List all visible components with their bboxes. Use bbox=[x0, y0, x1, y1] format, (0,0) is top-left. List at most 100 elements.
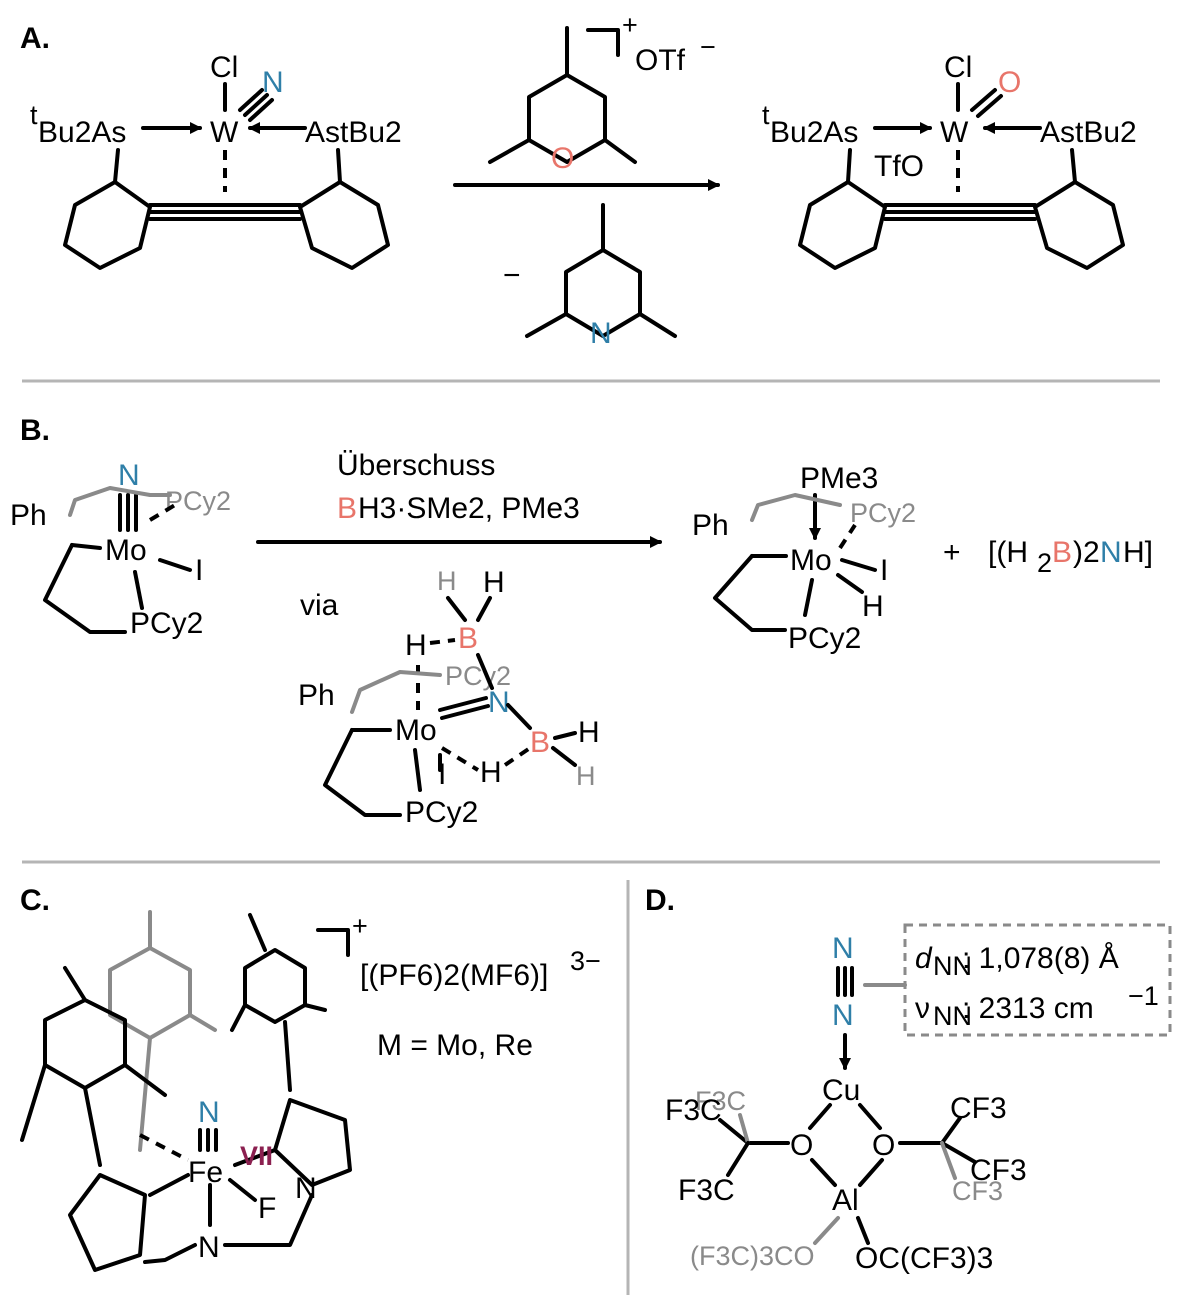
d-cf3-gray: CF3 bbox=[952, 1176, 1003, 1206]
int-bond-mo-n-2 bbox=[440, 704, 490, 720]
product-bond-w-o-2 bbox=[976, 94, 1003, 118]
int-h2: H bbox=[483, 566, 505, 599]
int-b1: B bbox=[458, 622, 478, 655]
prod-pme3: PMe3 bbox=[800, 462, 878, 495]
int-h5: H bbox=[480, 756, 502, 789]
int-bond-b2-h6 bbox=[551, 746, 577, 767]
prod-bond-mo-i bbox=[840, 558, 877, 572]
amine-arm-left bbox=[143, 1243, 197, 1264]
left-ring-to-n bbox=[83, 1086, 102, 1167]
superscript-t-left: t bbox=[30, 100, 38, 130]
side-b: B bbox=[1052, 536, 1072, 569]
panel-a-reagent-pyrylium: O + OTf − bbox=[488, 10, 716, 175]
metal-definition: M = Mo, Re bbox=[377, 1029, 533, 1062]
pyrylium-methyl-right bbox=[603, 138, 637, 164]
d-bond-c2-cf3 bbox=[940, 1116, 962, 1145]
int-h3: H bbox=[405, 629, 427, 662]
collidine-methyl-right bbox=[638, 312, 677, 338]
fe-bond-f bbox=[228, 1178, 257, 1202]
int-bond-b2-h4 bbox=[553, 731, 577, 740]
panel-label-b: B. bbox=[20, 414, 50, 447]
gray-methyl-right bbox=[188, 1013, 217, 1032]
collidine-ring bbox=[564, 248, 642, 338]
int-bond-h2-b bbox=[476, 596, 492, 622]
start-bond-c-mo bbox=[70, 543, 102, 550]
counterion-charge: − bbox=[700, 32, 716, 62]
d-bond-o1-al bbox=[810, 1158, 837, 1187]
left-methyl-bottom bbox=[20, 1063, 47, 1142]
start-i: I bbox=[195, 554, 203, 587]
int-bond-b-n bbox=[476, 653, 494, 690]
plus-sign: + bbox=[943, 536, 961, 569]
product-bond-as-ring-l bbox=[846, 148, 852, 184]
as-left-label: Bu2As bbox=[38, 116, 126, 149]
product-tfo: TfO bbox=[874, 150, 924, 183]
int-i: I bbox=[438, 758, 446, 791]
panel-c-anion: + [(PF6)2(MF6)] 3− M = Mo, Re bbox=[316, 911, 601, 1062]
prod-h: H bbox=[862, 590, 884, 623]
product-ring-right bbox=[1033, 180, 1125, 270]
anion-charge: 3− bbox=[570, 946, 601, 976]
product-cl: Cl bbox=[944, 51, 972, 84]
d-al: Al bbox=[832, 1184, 859, 1217]
amine-arm-right bbox=[223, 1193, 314, 1247]
panel-label-a: A. bbox=[20, 22, 50, 55]
int-bond-h5-b2 bbox=[503, 746, 532, 767]
panel-a-product: Cl O W t Bu2As AstBu2 TfO bbox=[762, 51, 1137, 270]
prod-bond-mo-h bbox=[836, 573, 864, 594]
bond-w-n-1 bbox=[238, 88, 264, 112]
d-n-top: N bbox=[832, 932, 854, 965]
d-cu: Cu bbox=[822, 1074, 860, 1107]
panel-a-byproduct-collidine: − N bbox=[503, 203, 677, 350]
int-backbone-lower bbox=[323, 728, 402, 817]
d-f3c-1: F3C bbox=[665, 1094, 722, 1127]
left-nhc-ring bbox=[68, 1173, 147, 1272]
panel-label-d: D. bbox=[645, 884, 675, 917]
int-h4: H bbox=[578, 716, 600, 749]
collidine-n: N bbox=[590, 317, 612, 350]
d-dnn-label: d bbox=[915, 942, 933, 975]
pyrylium-o: O bbox=[551, 142, 574, 175]
start-mo: Mo bbox=[105, 534, 147, 567]
benzene-ring-left bbox=[63, 180, 152, 270]
d-bond-cu-o1 bbox=[808, 1103, 832, 1130]
panel-c-complex: N Fe VII F N N bbox=[20, 910, 352, 1272]
prod-bond-mo-p-gray bbox=[838, 523, 857, 550]
prod-bond-mo-p bbox=[803, 578, 814, 617]
d-callout-box bbox=[903, 923, 1172, 1037]
int-b2: B bbox=[530, 726, 550, 759]
d-bond-c1-f3c bbox=[718, 1118, 750, 1145]
int-backbone-gray bbox=[350, 670, 442, 714]
nhc-n: N bbox=[295, 1172, 317, 1205]
bond-w-n-2 bbox=[243, 93, 269, 117]
d-cf3-1: CF3 bbox=[950, 1092, 1007, 1125]
d-bond-al-o-gray bbox=[813, 1216, 840, 1245]
product-ring-left bbox=[798, 180, 887, 270]
fe-bond-dashed bbox=[139, 1133, 189, 1162]
int-h6: H bbox=[576, 761, 596, 791]
d-n-bottom: N bbox=[832, 999, 854, 1032]
panel-b-conditions: Überschuss B H3·SMe2, PMe3 via bbox=[300, 449, 580, 622]
int-bond-h1-b bbox=[446, 596, 467, 622]
d-oc-black: OC(CF3)3 bbox=[855, 1242, 993, 1275]
d-f3c-gray: F3C bbox=[695, 1086, 746, 1116]
right-methyl-right bbox=[303, 1003, 327, 1012]
prod-mo: Mo bbox=[790, 544, 832, 577]
start-backbone-gray bbox=[68, 486, 172, 517]
panel-label-c: C. bbox=[20, 884, 50, 917]
int-bond-mo-n-1 bbox=[438, 696, 488, 712]
left-methyl-right bbox=[123, 1063, 167, 1097]
atom-cl: Cl bbox=[210, 51, 238, 84]
d-vnn-sub: NN bbox=[933, 1001, 972, 1031]
panel-b-intermediate: H H B H PCy2 N Ph Mo B H H H I PCy2 bbox=[298, 566, 600, 829]
d-bond-al-o-black bbox=[856, 1216, 870, 1245]
int-pcy2-top: PCy2 bbox=[445, 661, 511, 691]
conditions-line2: H3·SMe2, PMe3 bbox=[358, 492, 580, 525]
gray-ring-link bbox=[138, 1036, 152, 1152]
prod-ph: Ph bbox=[692, 509, 729, 542]
int-bond-n-b2 bbox=[506, 703, 532, 730]
int-mo: Mo bbox=[395, 714, 437, 747]
bond-as-ring-left bbox=[113, 148, 120, 184]
d-vnn-exp: −1 bbox=[1128, 981, 1159, 1011]
pyrylium-charge: + bbox=[622, 10, 638, 40]
